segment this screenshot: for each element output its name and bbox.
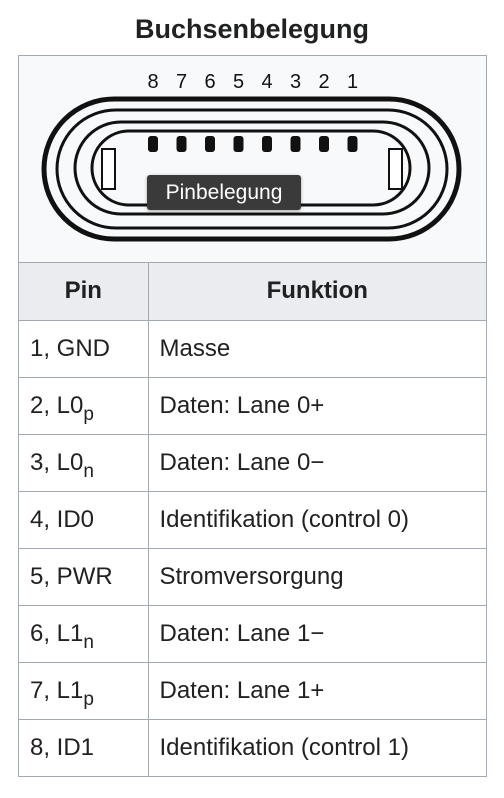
function-cell: Daten: Lane 0+ (147, 376, 486, 435)
funktion-column-header: Funktion (147, 263, 486, 321)
pin-number-label: 5 (233, 71, 244, 93)
pin-cell: 7, L1p (19, 661, 149, 720)
pin-column-header: Pin (19, 263, 149, 321)
function-cell: Daten: Lane 0− (147, 433, 486, 492)
pin-contact-6 (205, 136, 215, 152)
pin-number-label: 8 (147, 71, 158, 93)
table-row: 6, L1n Daten: Lane 1− (19, 604, 486, 663)
pin-contact-5 (233, 136, 244, 152)
pin-number-label: 1 (347, 71, 358, 93)
table-row: 7, L1p Daten: Lane 1+ (19, 661, 486, 720)
pin-contact-2 (319, 136, 329, 152)
pin-number-label: 4 (261, 71, 272, 93)
pin-cell: 3, L0n (19, 433, 149, 492)
pin-contact-4 (262, 136, 272, 152)
table-row: 5, PWR Stromversorgung (19, 547, 486, 606)
table-row: 8, ID1 Identifikation (control 1) (19, 718, 486, 776)
function-cell: Identifikation (control 0) (147, 490, 486, 549)
function-cell: Daten: Lane 1+ (147, 661, 486, 720)
pin-contact-3 (290, 136, 301, 152)
table-row: 3, L0n Daten: Lane 0− (19, 433, 486, 492)
table-row: 1, GND Masse (19, 319, 486, 378)
pin-number-label: 6 (204, 71, 215, 93)
pin-number-label: 7 (176, 71, 187, 93)
pin-cell: 6, L1n (19, 604, 149, 663)
function-cell: Daten: Lane 1− (147, 604, 486, 663)
function-cell: Identifikation (control 1) (147, 718, 486, 776)
pin-cell: 4, ID0 (19, 490, 149, 549)
pin-number-label: 3 (290, 71, 301, 93)
table-row: 4, ID0 Identifikation (control 0) (19, 490, 486, 549)
function-cell: Masse (147, 319, 486, 378)
pin-contact-8 (148, 136, 158, 152)
pin-cell: 2, L0p (19, 376, 149, 435)
pin-cell: 5, PWR (19, 547, 149, 606)
infobox-caption: Buchsenbelegung (134, 14, 370, 44)
pin-contact-7 (176, 136, 187, 152)
pin-table: Pin Funktion 1, GND Masse 2, L0p Daten: … (19, 263, 486, 776)
pin-contact-1 (347, 136, 358, 152)
pinbelegung-tooltip: Pinbelegung (147, 175, 301, 210)
pin-cell: 8, ID1 (19, 718, 149, 776)
function-cell: Stromversorgung (147, 547, 486, 606)
pin-cell: 1, GND (19, 319, 149, 378)
table-row: 2, L0p Daten: Lane 0+ (19, 376, 486, 435)
pin-number-label: 2 (318, 71, 329, 93)
table-header-row: Pin Funktion (19, 263, 486, 321)
